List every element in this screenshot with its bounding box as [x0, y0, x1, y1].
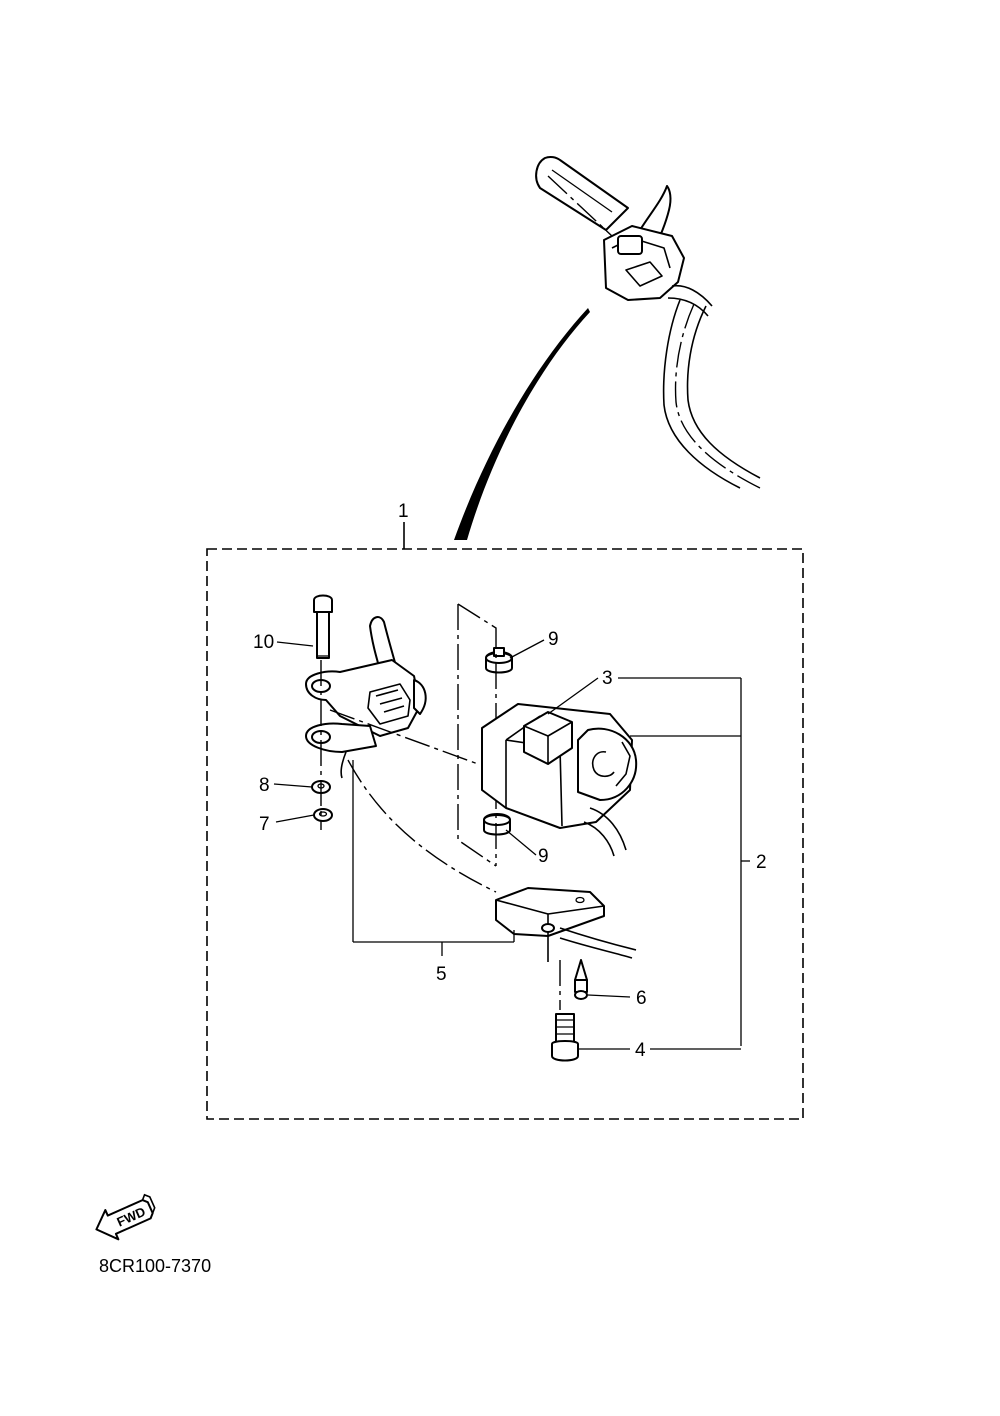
callout-6: 6	[636, 988, 647, 1009]
callout-4: 4	[635, 1040, 646, 1061]
callout-1: 1	[398, 501, 409, 522]
throttle-sensor-part-5	[495, 887, 637, 962]
diagram-code: 8CR100-7370	[99, 1256, 211, 1276]
switch-assembly-part-3	[481, 703, 638, 857]
fwd-arrow-icon: FWD	[95, 1193, 156, 1241]
leader-lines	[273, 639, 750, 1050]
grommet-part-9-bottom	[483, 813, 511, 836]
throttle-lever-bracket	[305, 616, 427, 779]
callout-9-bottom: 9	[538, 846, 549, 867]
nut-part-7	[313, 808, 333, 822]
callout-10: 10	[253, 632, 274, 653]
callout-9-top: 9	[548, 629, 559, 650]
callout-8: 8	[259, 775, 270, 796]
callout-3: 3	[602, 668, 613, 689]
grommet-part-9-top	[485, 647, 513, 674]
assembly-frame	[206, 548, 804, 1120]
screw-part-6	[574, 959, 588, 1000]
callout-7: 7	[259, 814, 270, 835]
handlebar-overview	[454, 155, 761, 540]
callout-2: 2	[756, 852, 767, 873]
pin-bolt-part-10	[313, 594, 333, 659]
callout-5: 5	[436, 964, 447, 985]
bolt-part-4	[551, 1013, 579, 1062]
